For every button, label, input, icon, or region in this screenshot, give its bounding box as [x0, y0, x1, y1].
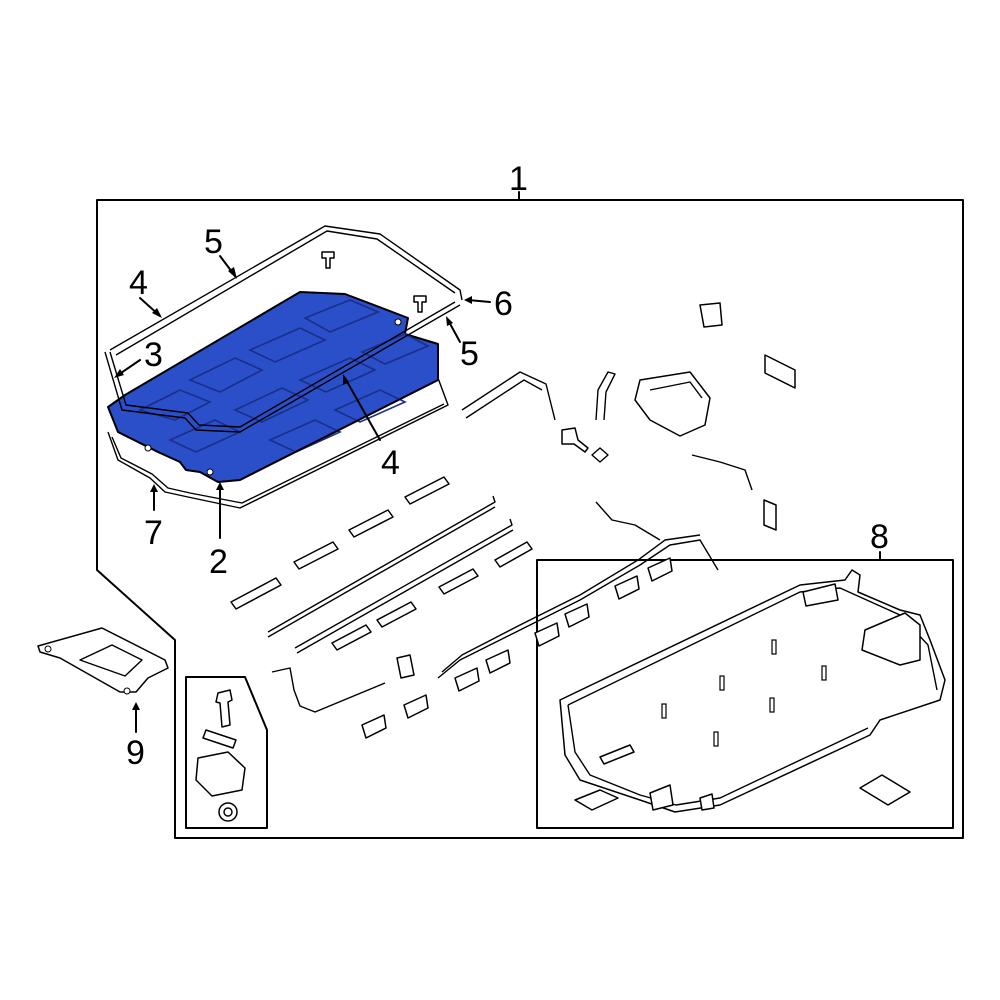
small-bracket[interactable] — [763, 499, 777, 531]
callout-3: 3 — [144, 336, 163, 374]
cover-edge-lip — [117, 379, 439, 483]
hardware-parts[interactable] — [195, 689, 246, 822]
callout-7: 7 — [144, 514, 163, 552]
tray-plug-2[interactable] — [859, 774, 911, 806]
callout-8: 8 — [870, 518, 889, 556]
skid-plate[interactable] — [37, 627, 169, 693]
battery-tray[interactable] — [559, 569, 946, 813]
seal-strip-upper[interactable] — [109, 225, 463, 351]
seal-gasket[interactable] — [107, 377, 449, 509]
hose[interactable] — [595, 371, 616, 421]
rod-1[interactable] — [267, 495, 496, 633]
push-clip-1[interactable] — [321, 251, 335, 269]
push-clip-2[interactable] — [413, 295, 427, 313]
insulator-pads[interactable] — [230, 476, 533, 651]
callout-9: 9 — [126, 734, 145, 772]
rod-2[interactable] — [294, 518, 513, 649]
junction-block[interactable] — [396, 654, 415, 679]
callout-4-top: 4 — [129, 264, 148, 302]
callout-2: 2 — [209, 543, 228, 581]
connector-top[interactable] — [699, 302, 723, 328]
callout-1: 1 — [509, 160, 528, 198]
callout-6: 6 — [494, 285, 513, 323]
leader-lines — [114, 255, 491, 733]
inset-box-hardware — [185, 676, 268, 829]
bolt[interactable] — [561, 427, 589, 453]
inset-box-tray — [536, 559, 954, 829]
bracket-wire[interactable] — [271, 667, 386, 713]
battery-cover-highlighted[interactable] — [107, 291, 439, 483]
callout-4-mid: 4 — [381, 444, 400, 482]
tray-plug-1[interactable] — [574, 789, 619, 811]
tube-bracket[interactable] — [461, 371, 556, 421]
assembly-frame — [96, 199, 964, 839]
mount-brackets[interactable] — [361, 557, 673, 739]
seal-strip-left[interactable] — [104, 304, 461, 433]
callout-5-right: 5 — [460, 335, 479, 373]
clip[interactable] — [591, 447, 609, 463]
harness-bracket[interactable] — [691, 454, 753, 491]
callout-5-top: 5 — [204, 223, 223, 261]
control-module[interactable] — [634, 371, 711, 437]
wire-harness[interactable] — [437, 539, 719, 679]
connector-pad[interactable] — [764, 354, 796, 389]
